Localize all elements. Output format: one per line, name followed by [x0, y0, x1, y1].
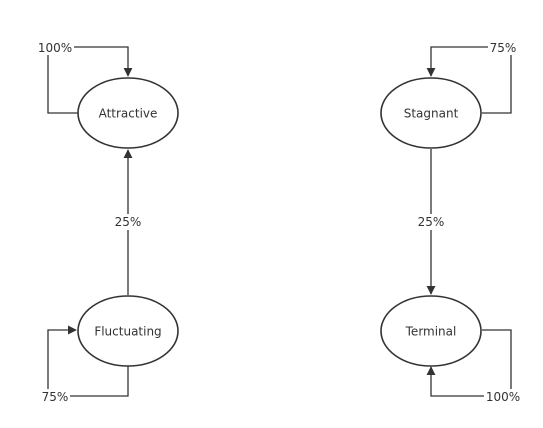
edge-label-fluctuating-self: 75%: [42, 390, 69, 404]
edge-label-terminal-self: 100%: [486, 390, 520, 404]
node-stagnant[interactable]: Stagnant: [380, 77, 482, 149]
edge-label-stagnant-self: 75%: [490, 41, 517, 55]
node-terminal[interactable]: Terminal: [380, 295, 482, 367]
edge-label-attractive-self: 100%: [38, 41, 72, 55]
node-label-terminal: Terminal: [405, 325, 457, 339]
edge-label-fluctuating-to-attractive: 25%: [115, 215, 142, 229]
node-attractive[interactable]: Attractive: [77, 77, 179, 149]
node-label-fluctuating: Fluctuating: [94, 325, 161, 339]
edge-label-stagnant-to-terminal: 25%: [418, 215, 445, 229]
node-fluctuating[interactable]: Fluctuating: [77, 295, 179, 367]
node-label-attractive: Attractive: [99, 107, 158, 121]
node-label-stagnant: Stagnant: [404, 107, 459, 121]
